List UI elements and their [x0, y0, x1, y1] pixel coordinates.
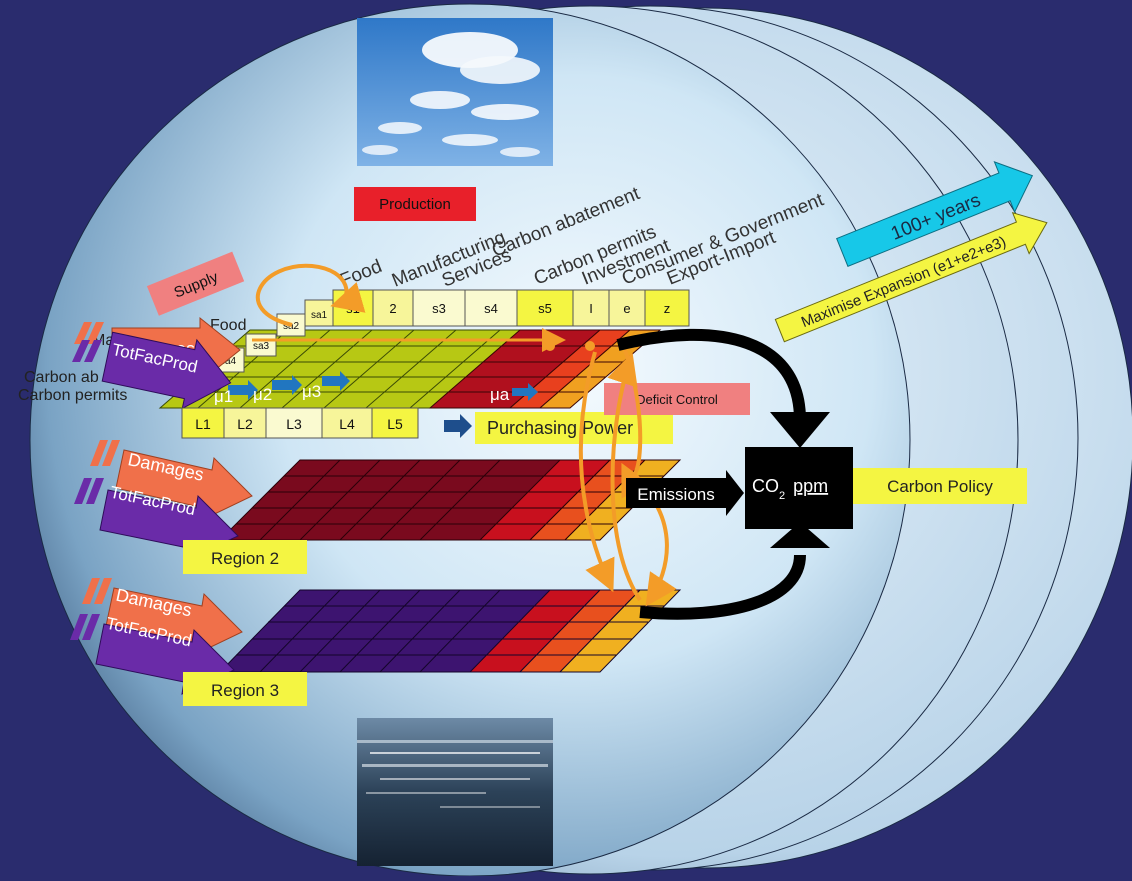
svg-text:L3: L3	[286, 416, 302, 432]
region3-label: Region 3	[183, 672, 307, 706]
svg-text:L2: L2	[237, 416, 253, 432]
emission-curve-top	[616, 329, 806, 421]
svg-text:sa4: sa4	[220, 356, 237, 367]
svg-text:sa1: sa1	[311, 310, 328, 321]
svg-text:μ3: μ3	[302, 382, 321, 401]
emission-curve-bottom	[639, 554, 806, 620]
svg-text:e: e	[623, 301, 630, 316]
svg-text:2: 2	[389, 301, 396, 316]
svg-text:s3: s3	[432, 301, 446, 316]
svg-text:s4: s4	[484, 301, 498, 316]
svg-text:s5: s5	[538, 301, 552, 316]
region2-label: Region 2	[183, 540, 307, 574]
row-label-carbon-permits: Carbon permits	[18, 387, 127, 404]
svg-text:L4: L4	[339, 416, 355, 432]
svg-text:z: z	[664, 301, 671, 316]
svg-text:L5: L5	[387, 416, 403, 432]
svg-text:Carbon Policy: Carbon Policy	[887, 477, 993, 496]
svg-text:μ1: μ1	[214, 387, 233, 406]
row-label-food: Food	[210, 317, 246, 334]
carbon-policy-label: Carbon Policy	[853, 468, 1027, 504]
sea-image	[357, 718, 553, 866]
svg-text:Purchasing Power: Purchasing Power	[487, 418, 633, 438]
svg-text:Emissions: Emissions	[637, 485, 714, 504]
deficit-control: Deficit Control	[604, 383, 750, 415]
supply-loop-arrow	[256, 263, 366, 327]
region3-grid	[218, 589, 682, 673]
svg-text:s1: s1	[346, 301, 360, 316]
emissions-label: Emissions	[626, 470, 744, 516]
row-label-carbon-ab: Carbon ab	[24, 369, 99, 386]
svg-text:Region 2: Region 2	[211, 549, 279, 568]
svg-text:L1: L1	[195, 416, 211, 432]
top-row-cells: sa1 s1 2 s3 s4 s5 I e z	[304, 289, 690, 327]
svg-text:Production: Production	[379, 196, 451, 213]
purchasing-power: Purchasing Power	[444, 412, 673, 444]
sky-image	[357, 18, 553, 166]
production-label: Production	[354, 187, 476, 221]
region1-left-arrows: Damages TotFacProd	[72, 316, 241, 410]
svg-text:μa: μa	[490, 385, 510, 404]
svg-text:sa3: sa3	[253, 341, 270, 352]
svg-text:Region 3: Region 3	[211, 681, 279, 700]
labour-cells: L1 L2 L3 L4 L5	[181, 407, 419, 439]
mu-labels: μ1 μ2 μ3 μa	[214, 371, 538, 406]
svg-text:Deficit Control: Deficit Control	[636, 392, 718, 407]
svg-text:I: I	[589, 301, 593, 316]
svg-text:μ2: μ2	[253, 385, 272, 404]
